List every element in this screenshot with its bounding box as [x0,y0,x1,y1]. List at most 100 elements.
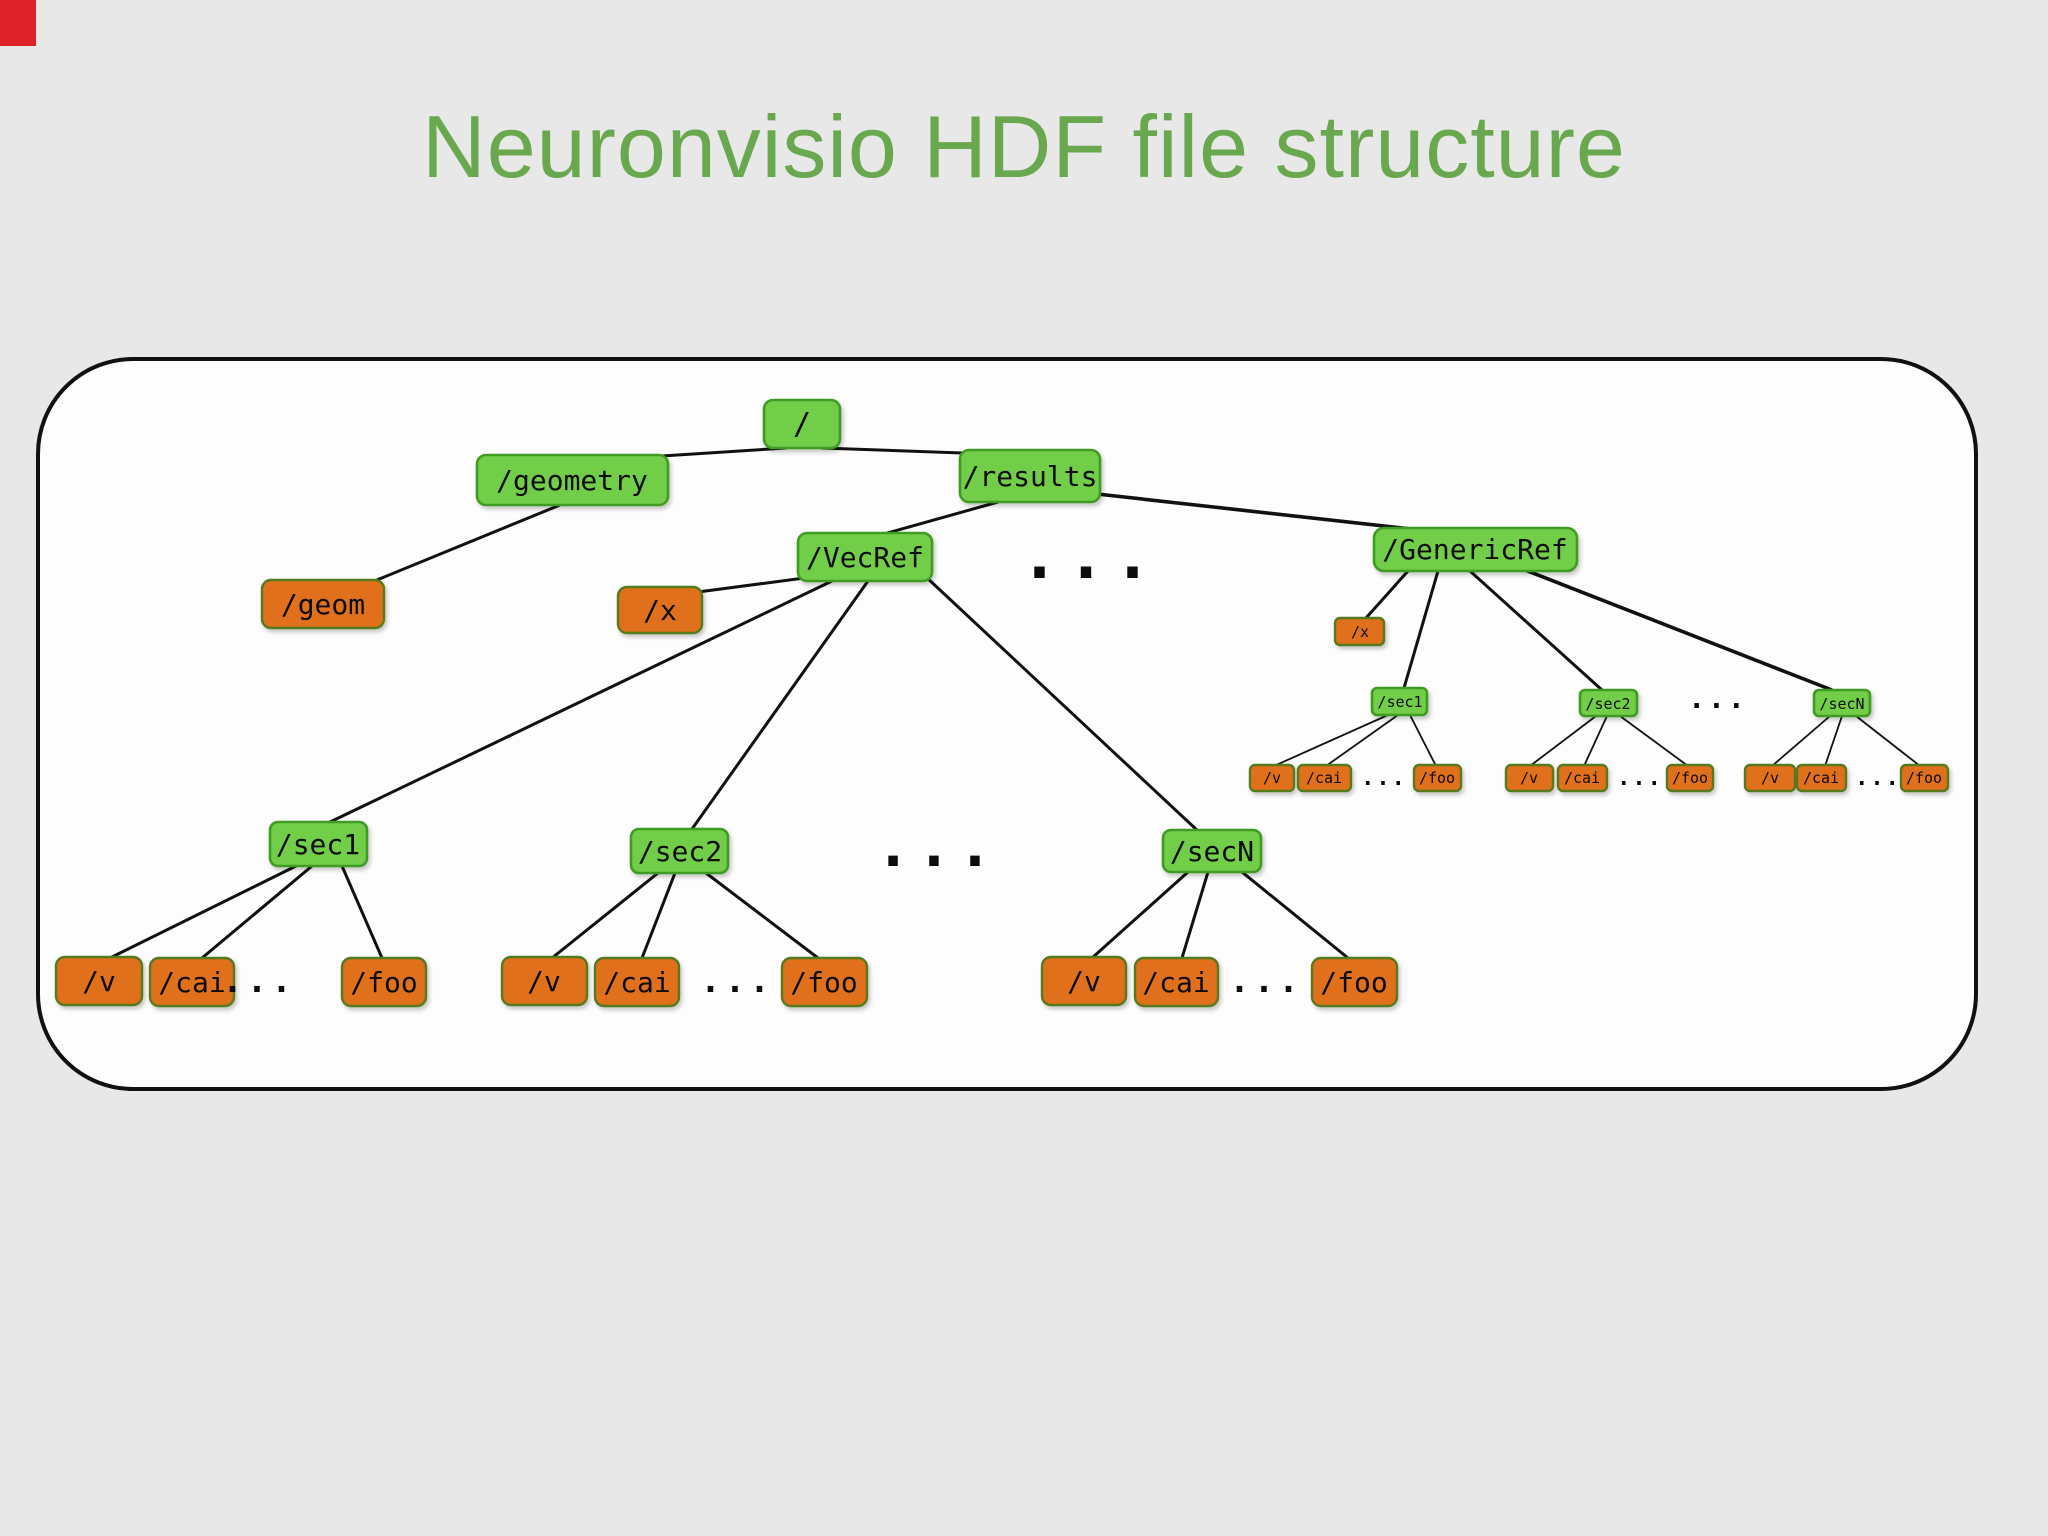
ellipsis-secn-leaves: ... [1229,961,1302,1001]
ellipsis-sec-level: ... [876,812,999,880]
node-secn-cai-label: /cai [1142,966,1209,999]
edge-secn-v [1090,870,1190,960]
genericref-subtree: /x /sec1 /sec2 ... /secN /v /cai ... /fo… [1248,616,1950,793]
node-secn-v-box [1040,955,1128,1007]
node-sec2-foo-label: /foo [790,966,857,999]
edge-gsecn-cai [1824,715,1843,767]
node-secn-cai-box [1133,956,1220,1008]
node-gsec2-v-label: /v [1520,769,1538,787]
node-vecref-x: /x [616,585,704,635]
edge-sec2-foo [705,871,819,960]
node-gsecn-cai-label: /cai [1803,769,1839,787]
edge-sec1-foo [340,865,384,959]
node-gsecn-foo-label: /foo [1906,769,1942,787]
ellipsis-gref-sec-level: ... [1688,682,1748,715]
node-sec1: /sec1 [268,820,369,868]
edge-gsec2-foo [1619,715,1689,767]
node-geometry-box [475,453,670,507]
node-root-box [762,398,842,450]
node-gsecn-cai-box [1795,763,1848,793]
node-geometry: /geometry [475,453,670,507]
edge-genericref-secn [1519,566,1833,692]
node-gref-x-label: /x [1351,623,1369,641]
node-sec2-box [629,827,730,875]
node-sec2: /sec2 [629,827,730,875]
leaves-secn: /v /cai ... /foo [1040,955,1399,1008]
node-genericref: /GenericRef [1372,526,1579,573]
edge-genericref-x [1364,570,1410,619]
node-secn-v-label: /v [1067,965,1101,998]
node-secn: /secN [1161,828,1263,874]
node-gsecn-v-label: /v [1761,769,1779,787]
edge-sec2-v [551,871,659,960]
node-root-label: / [793,407,811,442]
node-secn-box [1161,828,1263,874]
node-gref-sec2-label: /sec2 [1585,695,1630,713]
node-sec1-foo-box [340,956,428,1008]
ellipsis-gsec1-leaves: ... [1361,766,1407,791]
node-secn-foo-label: /foo [1320,966,1387,999]
node-geom: /geom [260,578,386,630]
node-sec1-label: /sec1 [276,828,360,861]
node-sec1-v-label: /v [82,965,116,998]
node-secn-label: /secN [1170,835,1254,868]
edge-vecref-sec1 [329,579,833,824]
node-sec1-box [268,820,369,868]
node-gsec1-foo-box [1412,763,1463,793]
node-vecref: /VecRef [796,531,934,583]
tree-edges [109,446,1921,960]
edge-sec2-cai [640,872,677,959]
node-gsec2-cai-label: /cai [1564,769,1600,787]
red-corner-marker [0,0,36,46]
edge-gsecn-foo [1855,715,1921,767]
node-sec1-v-box [54,955,144,1007]
slide-title: Neuronvisio HDF file structure [422,97,1626,196]
edge-gsec2-v [1529,715,1597,767]
node-results-label: /results [963,460,1098,493]
node-gref-sec2-box [1578,688,1639,718]
node-genericref-label: /GenericRef [1382,533,1567,566]
ellipsis-gsecn-leaves: ... [1855,766,1901,791]
node-sec1-cai-box [148,956,236,1008]
edge-sec1-cai [201,864,313,960]
node-gsec1-v-label: /v [1263,769,1281,787]
node-gsec2-v-box [1504,763,1555,793]
node-sec1-cai-label: /cai [158,966,225,999]
edge-gsecn-v [1771,715,1831,767]
edge-secn-cai [1180,871,1210,959]
node-geometry-label: /geometry [496,464,648,497]
ellipsis-sec1-leaves: ... [222,961,295,1001]
edge-secn-foo [1241,870,1349,960]
edge-genericref-sec2 [1468,569,1604,692]
leaves-sec2: /v /cai ... /foo [500,955,869,1008]
edge-vecref-secn [923,574,1200,833]
node-sec1-foo-label: /foo [350,966,417,999]
node-genericref-box [1372,526,1579,573]
node-results-box [958,448,1102,504]
node-gsecn-foo-box [1899,763,1950,793]
node-sec2-v-label: /v [527,965,561,998]
node-gref-sec1-box [1370,686,1429,717]
node-gsec1-foo-label: /foo [1419,769,1455,787]
node-vecref-label: /VecRef [806,541,924,574]
node-gsec2-foo-box [1665,763,1715,793]
ellipsis-results-level: ... [1020,520,1160,594]
edge-gsec1-cai [1325,714,1399,767]
edge-genericref-sec1 [1402,570,1440,689]
node-geom-box [260,578,386,630]
ellipsis-sec2-leaves: ... [700,961,773,1001]
leaves-sec1: /v /cai ... /foo [54,955,428,1008]
edge-results-vecref [883,500,999,536]
node-gref-sec1-label: /sec1 [1377,693,1422,711]
node-secn-foo-box [1310,956,1399,1008]
node-gsec1-v-box [1248,763,1296,793]
edge-vecref-x [697,575,813,594]
node-sec2-cai-box [593,956,681,1008]
edge-gsec1-foo [1409,714,1437,767]
edge-root-results [821,446,963,455]
edge-results-genericref [1096,492,1421,532]
node-sec2-v-box [500,955,589,1007]
node-gref-x-box [1333,616,1386,647]
